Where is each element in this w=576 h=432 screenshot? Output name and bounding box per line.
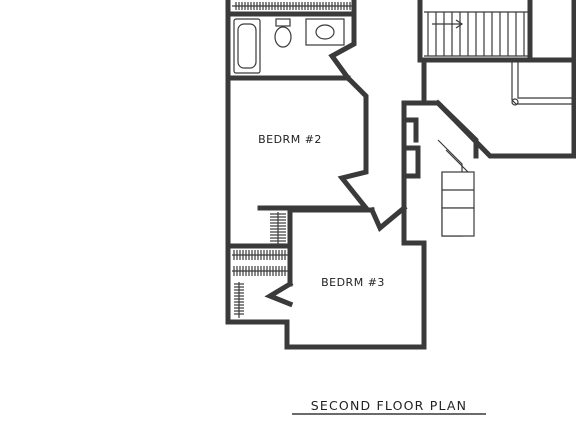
stairs bbox=[424, 11, 574, 106]
interior-walls bbox=[225, 0, 479, 308]
room-label-bedroom-3: BEDRM #3 bbox=[321, 276, 385, 289]
toilet bbox=[274, 26, 292, 48]
bathtub bbox=[233, 18, 261, 74]
closet-shelving bbox=[232, 2, 354, 318]
bathroom-fixtures bbox=[233, 18, 345, 74]
sink bbox=[315, 24, 335, 40]
plan-title: SECOND FLOOR PLAN bbox=[311, 398, 467, 413]
room-label-bedroom-2: BEDRM #2 bbox=[258, 133, 322, 146]
laundry-area bbox=[437, 139, 475, 237]
exterior-walls bbox=[225, 0, 576, 350]
